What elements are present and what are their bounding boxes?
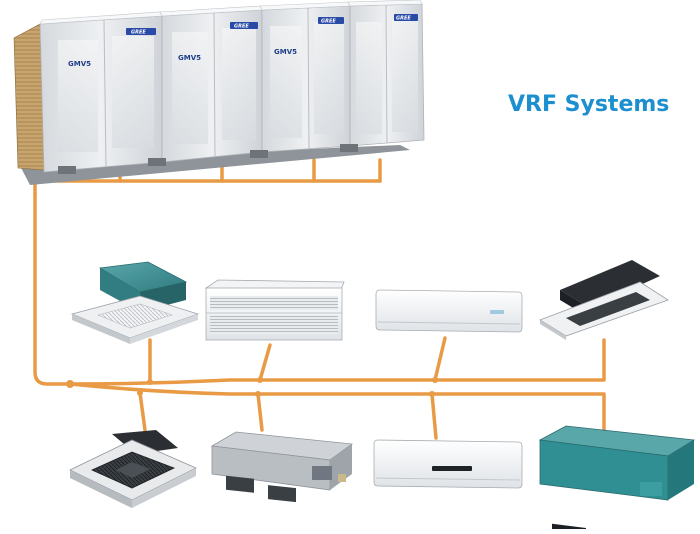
outdoor-foot: [58, 166, 76, 174]
gree-badge: [394, 14, 418, 21]
branch-pipe-up-3: [433, 336, 447, 382]
duct-outlet: [552, 523, 586, 534]
control-box: [338, 474, 346, 482]
pipe-joint: [429, 391, 435, 397]
display-panel: [432, 466, 472, 471]
gree-badge: [126, 28, 156, 35]
module-series-label: GMV5: [68, 60, 91, 68]
refrigerant-pipe-network: [33, 158, 606, 440]
outdoor-side-coil: [13, 23, 45, 171]
branch-pipe-down-1: [138, 391, 147, 432]
bottom-distribution-pipe: [68, 382, 606, 434]
wall-mounted-split-icon: [375, 289, 523, 333]
gree-badge: [318, 17, 344, 24]
outdoor-foot: [250, 150, 268, 158]
outdoor-header-pipe: [33, 179, 382, 195]
pipe-joint: [257, 377, 263, 383]
ducted-unit-teal-icon: [538, 425, 696, 534]
top-distribution-pipe: [68, 338, 606, 386]
ducted-unit-grey-icon: [210, 431, 354, 503]
four-way-cassette-dark-icon: [69, 430, 197, 508]
outdoor-module-2: GREE GMV5: [159, 5, 263, 163]
outdoor-module-3: GREE GMV5: [259, 1, 351, 153]
module-brand-label: GREE: [234, 24, 249, 30]
four-way-cassette-teal-icon: [70, 261, 200, 344]
outdoor-foot: [148, 158, 166, 166]
outdoor-module-1: GREE GMV5: [39, 11, 163, 173]
pipe-joint: [432, 377, 438, 383]
outdoor-unit: GREE GMV5 GREE GMV5 GREE GMV5: [13, 0, 425, 185]
pipe-joint: [255, 391, 261, 397]
duct-outlet: [268, 485, 296, 503]
branch-pipe-down-2: [256, 392, 264, 432]
module-brand-label: GREE: [321, 19, 336, 25]
module-series-label: GMV5: [178, 54, 201, 62]
module-brand-label: GREE: [396, 16, 411, 22]
pipe-joints: [66, 377, 438, 397]
branch-pipe-up-2: [258, 343, 272, 382]
main-riser-pipe: [33, 191, 72, 386]
pipe-joint: [147, 379, 153, 385]
wall-mounted-split-display-icon: [373, 439, 523, 489]
outdoor-module-4: GREE: [347, 0, 425, 147]
pipe-joint: [137, 390, 143, 396]
outdoor-base: [18, 145, 410, 185]
duct-outlet: [226, 475, 254, 493]
ceiling-floor-unit-icon: [204, 279, 345, 341]
module-series-label: GMV5: [274, 48, 297, 56]
one-way-cassette-dark-icon: [539, 260, 669, 340]
diagram-title: VRF Systems: [508, 92, 670, 117]
pipe-joint: [66, 380, 74, 388]
gree-badge: [230, 22, 258, 29]
outdoor-foot: [340, 144, 358, 152]
display-window: [490, 310, 504, 314]
branch-pipe-down-3: [430, 392, 438, 440]
module-brand-label: GREE: [131, 30, 146, 36]
